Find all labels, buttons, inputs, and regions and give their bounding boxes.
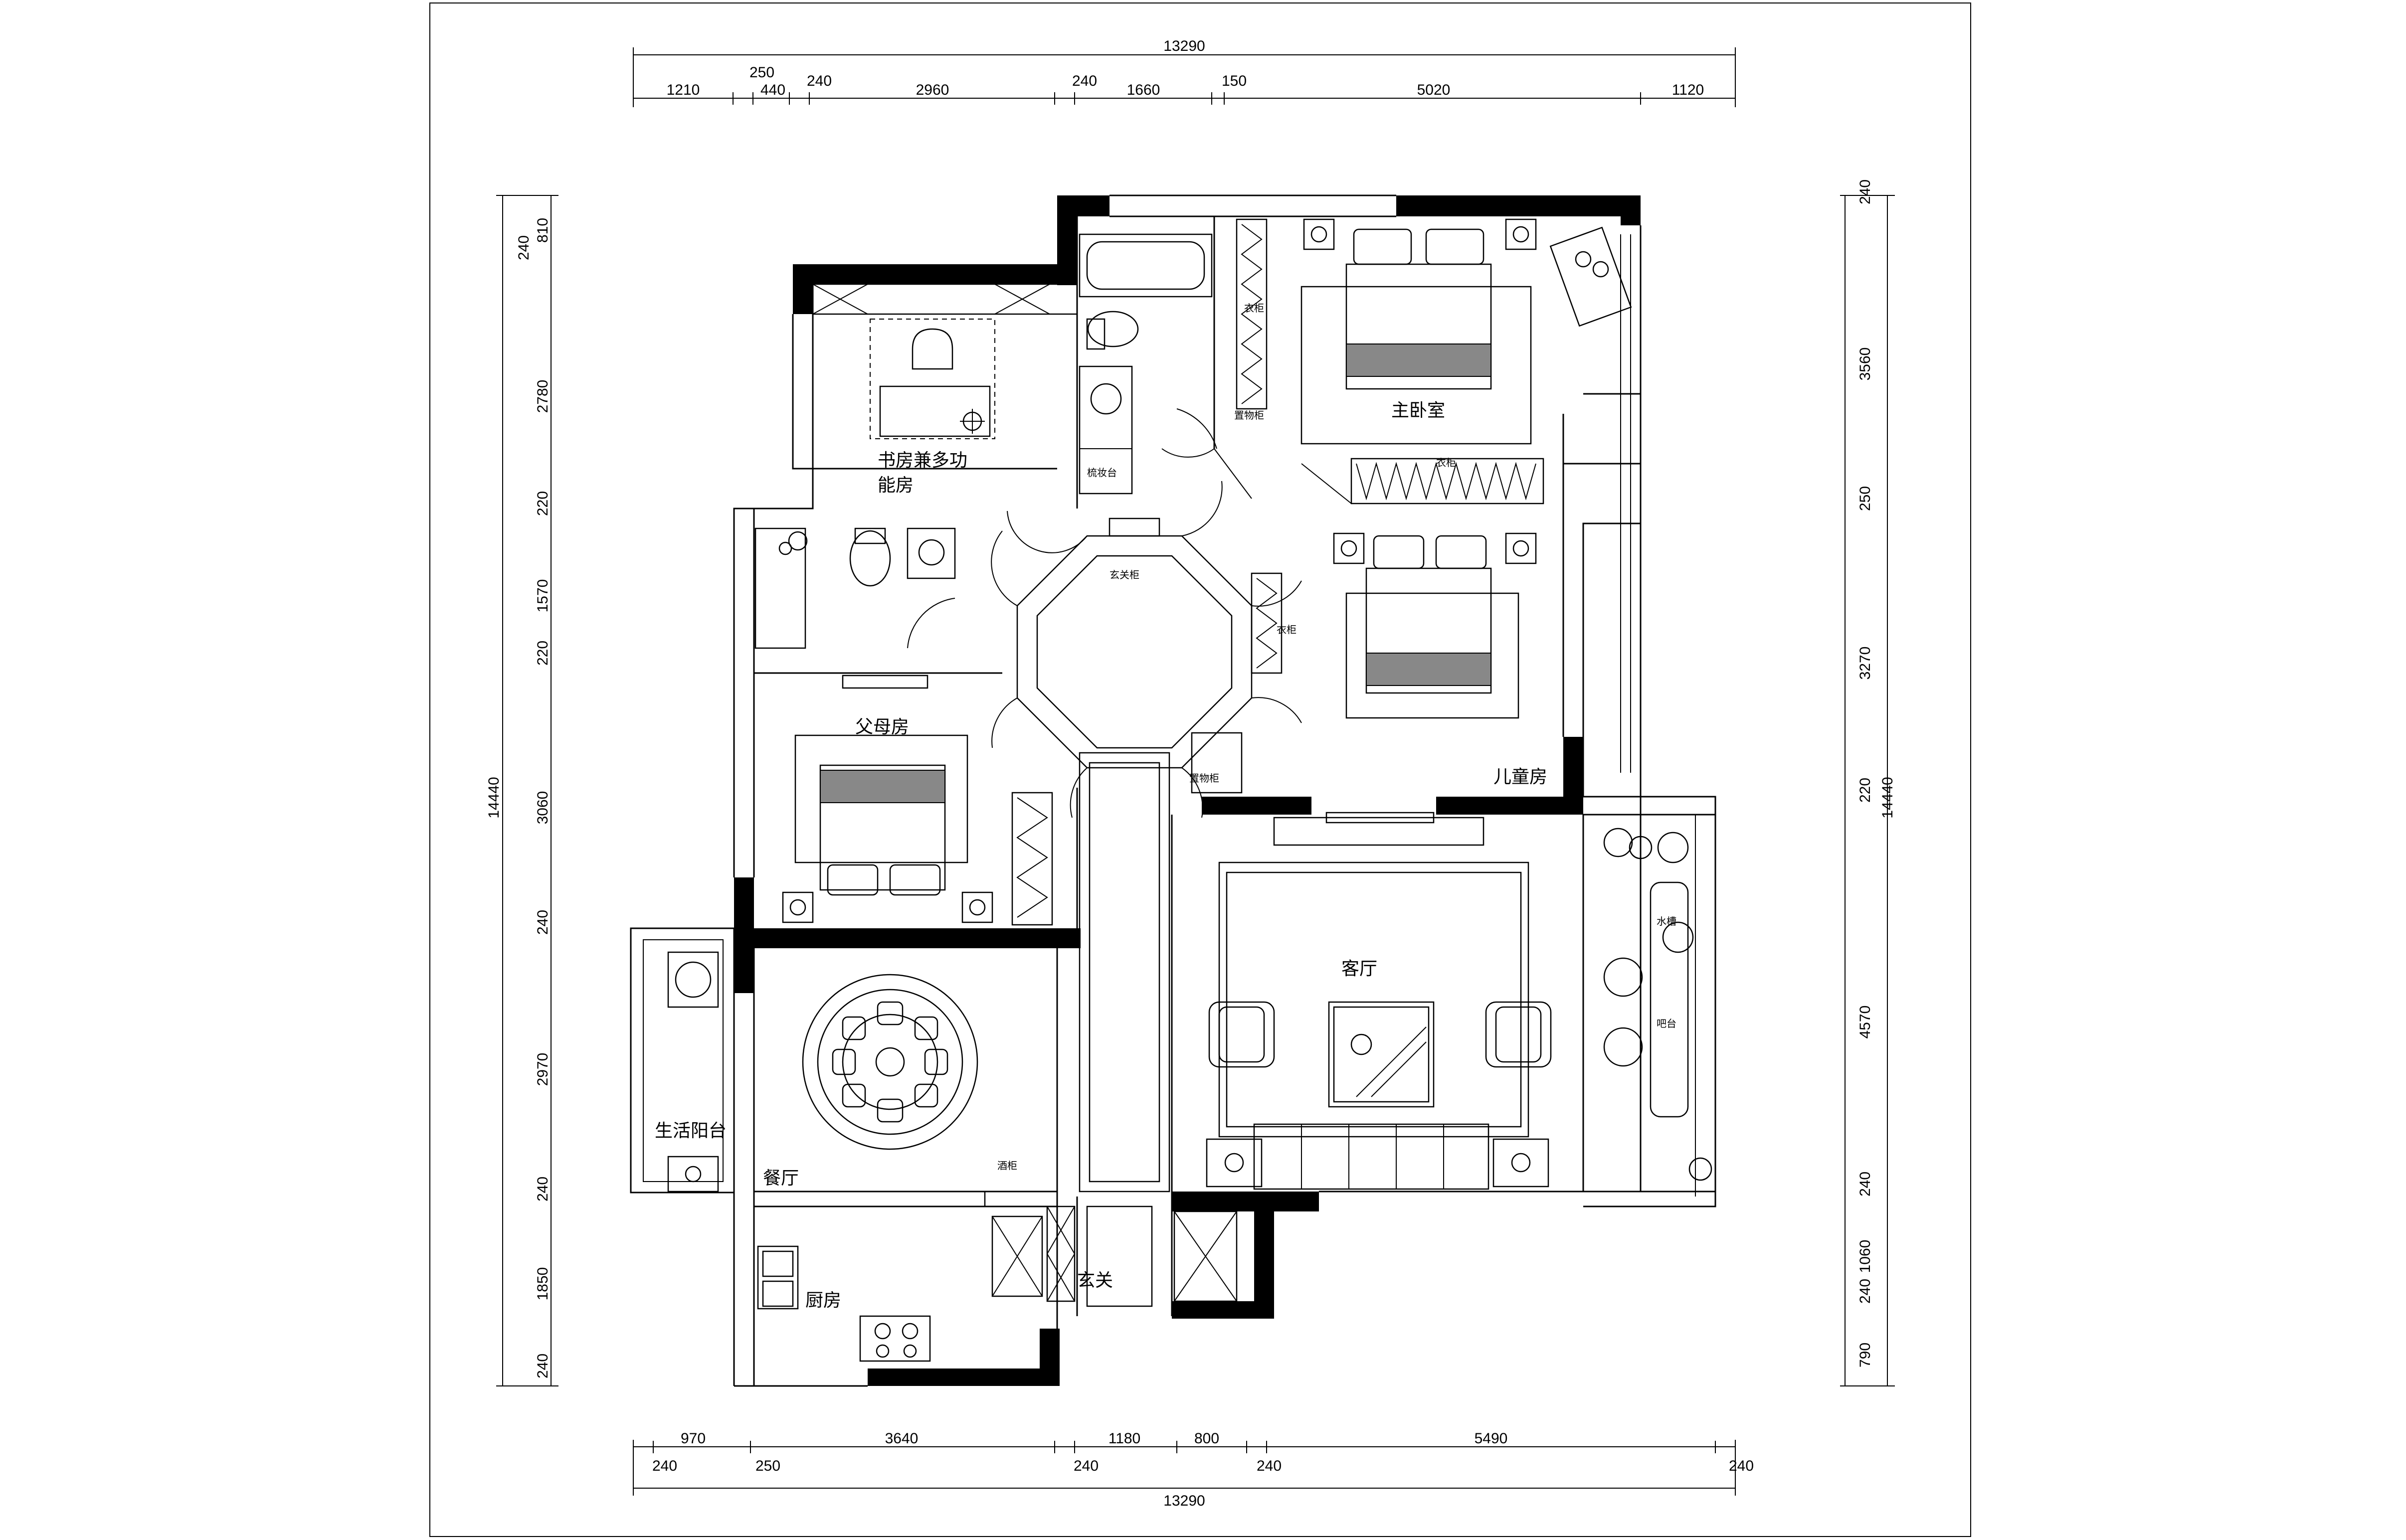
sink-label: 水槽 xyxy=(1657,915,1676,927)
top-dim-3: 440 xyxy=(760,82,785,98)
dining-label: 餐厅 xyxy=(763,1168,799,1189)
right-dim-8: 1060 xyxy=(1857,1240,1873,1273)
wine-cabinet-label: 酒柜 xyxy=(997,1160,1017,1172)
top-dim-8: 150 xyxy=(1222,73,1247,89)
left-dim-3: 2780 xyxy=(535,380,551,413)
balcony-fixtures xyxy=(667,951,719,1193)
top-dim-10: 1120 xyxy=(1672,82,1704,98)
master-bedroom-furniture xyxy=(1236,218,1632,505)
top-total-dim: 13290 xyxy=(1163,38,1205,54)
master-bedroom-label: 主卧室 xyxy=(1391,400,1445,421)
right-dim-1: 240 xyxy=(1857,179,1873,204)
top-dim-5: 2960 xyxy=(916,82,949,98)
drawing-frame xyxy=(429,2,1971,1537)
top-dim-4: 240 xyxy=(807,73,832,89)
vanity-label: 梳妆台 xyxy=(1087,467,1117,479)
right-total-dim: 14440 xyxy=(1879,777,1896,818)
right-dim-2: 3560 xyxy=(1857,347,1873,381)
bottom-sub-1: 240 xyxy=(652,1458,677,1474)
study-room-label-line2: 能房 xyxy=(878,475,914,496)
study-furniture xyxy=(812,283,1078,439)
right-dim-9: 240 xyxy=(1857,1279,1873,1304)
kitchen-label: 厨房 xyxy=(805,1290,841,1311)
wardrobe-label-kids2: 衣柜 xyxy=(1277,624,1296,636)
left-dim-6: 220 xyxy=(535,641,551,666)
right-dim-3: 250 xyxy=(1857,486,1873,511)
wardrobe-label-kids: 衣柜 xyxy=(1436,457,1456,469)
bottom-dim-4: 800 xyxy=(1194,1430,1219,1447)
left-dim-10: 240 xyxy=(535,1177,551,1201)
left-dim-2: 810 xyxy=(535,218,551,243)
right-dim-6: 4570 xyxy=(1857,1006,1873,1039)
kids-room-label: 儿童房 xyxy=(1493,767,1547,787)
solid-walls xyxy=(734,195,1641,1386)
top-dim-9: 5020 xyxy=(1417,82,1451,98)
bottom-sub-3: 240 xyxy=(1074,1458,1099,1474)
living-room-label: 客厅 xyxy=(1341,959,1377,979)
top-dim-2: 250 xyxy=(749,64,774,81)
bottom-dim-1: 970 xyxy=(681,1430,706,1447)
storage-label-master: 置物柜 xyxy=(1234,409,1264,421)
left-dim-12: 240 xyxy=(535,1354,551,1378)
right-dim-7: 240 xyxy=(1857,1172,1873,1197)
left-dim-11: 1850 xyxy=(535,1267,551,1301)
wardrobe-label-master: 衣柜 xyxy=(1244,302,1264,314)
entry-cabinets xyxy=(1046,1205,1238,1307)
bottom-dim-2: 3640 xyxy=(885,1430,919,1447)
parents-room-label: 父母房 xyxy=(855,717,909,737)
top-dim-1: 1210 xyxy=(667,82,700,98)
kitchen-fixtures xyxy=(757,1215,1043,1362)
left-dim-1: 240 xyxy=(516,235,532,260)
corridor-cabinet xyxy=(1079,752,1170,1193)
bottom-sub-4: 240 xyxy=(1257,1458,1282,1474)
balcony-label: 生活阳台 xyxy=(655,1121,727,1141)
kids-room-furniture xyxy=(1191,532,1537,794)
storage-label-kids: 置物柜 xyxy=(1189,772,1219,784)
living-room-furniture xyxy=(1206,812,1552,1190)
right-dim-10: 790 xyxy=(1857,1343,1873,1368)
top-dim-6: 240 xyxy=(1072,73,1097,89)
top-dim-7: 1660 xyxy=(1127,82,1160,98)
right-dim-4: 3270 xyxy=(1857,647,1873,680)
bottom-total-dim: 13290 xyxy=(1163,1493,1205,1509)
left-dim-9: 2970 xyxy=(535,1053,551,1086)
left-dim-7: 3060 xyxy=(535,791,551,825)
bar-furniture xyxy=(1603,828,1712,1181)
top-dimension-lines xyxy=(633,47,1736,107)
bottom-dim-3: 1180 xyxy=(1109,1430,1141,1447)
master-bath-fixtures xyxy=(1079,233,1217,495)
bar-label: 吧台 xyxy=(1657,1018,1676,1029)
right-dim-5: 220 xyxy=(1857,778,1873,803)
left-dim-5: 1570 xyxy=(535,579,551,613)
parents-room-furniture xyxy=(782,675,1053,926)
second-bath-fixtures xyxy=(754,527,956,649)
dining-furniture xyxy=(802,974,1058,1207)
study-room-label: 书房兼多功 xyxy=(878,450,967,471)
bottom-sub-2: 250 xyxy=(755,1458,780,1474)
entry-label: 玄关 xyxy=(1077,1270,1113,1291)
left-dimension-lines xyxy=(496,195,558,1386)
entry-cabinet-label: 玄关柜 xyxy=(1110,569,1139,581)
right-dimension-lines xyxy=(1840,195,1895,1386)
bottom-dimension-lines xyxy=(633,1440,1736,1496)
left-dim-4: 220 xyxy=(535,491,551,516)
bottom-sub-5: 240 xyxy=(1729,1458,1754,1474)
octagon-hall xyxy=(991,448,1352,818)
left-total-dim: 14440 xyxy=(486,777,502,818)
left-dim-8: 240 xyxy=(535,910,551,935)
bottom-dim-5: 5490 xyxy=(1475,1430,1508,1447)
